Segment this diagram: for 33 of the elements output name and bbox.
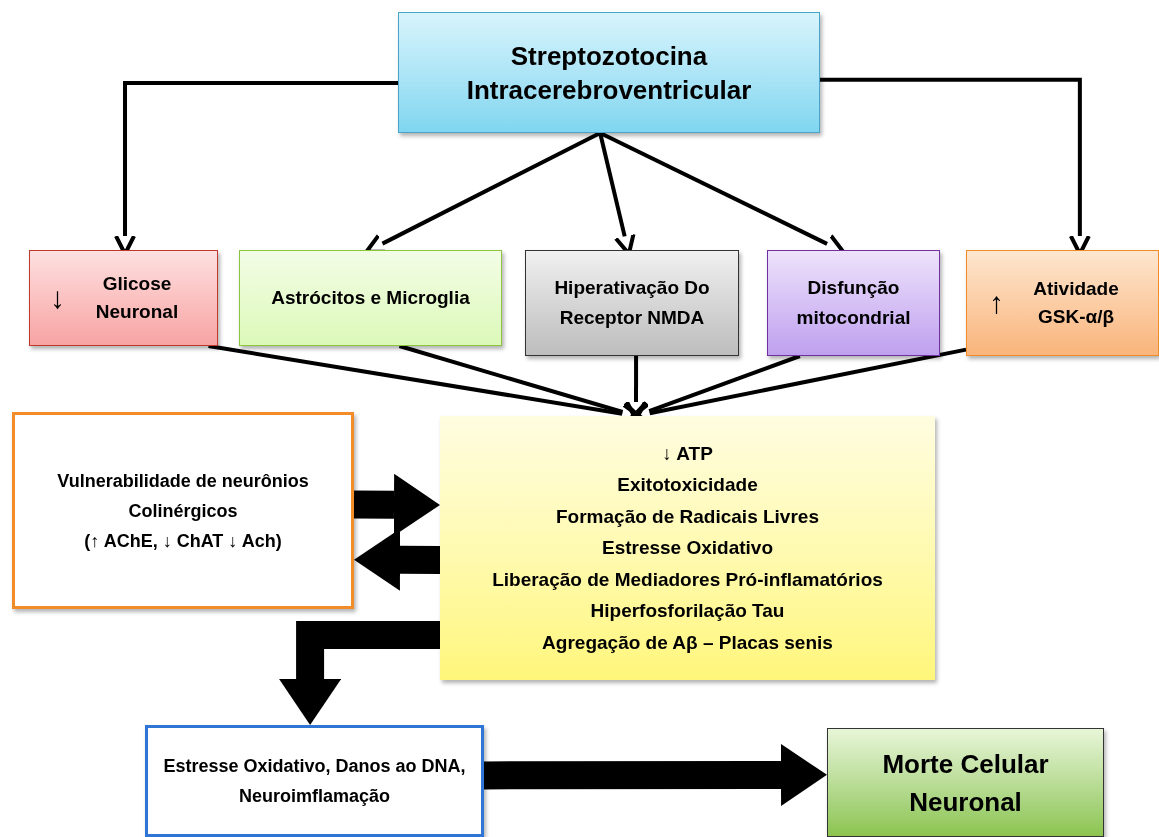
node-text: Vulnerabilidade de neurônios Colinérgicos: [56, 469, 310, 523]
node-text: Exitotoxicidade: [617, 473, 758, 498]
arrow-symbol: ↑: [989, 288, 1004, 318]
effects-panel: [440, 416, 935, 680]
node-text: Liberação de Mediadores Pró-inflamatórios: [492, 567, 883, 592]
node-text: (↑ AChE, ↓ ChAT ↓ Ach): [84, 529, 282, 553]
process-box: [398, 12, 820, 133]
process-box: [29, 250, 218, 346]
process-box: [525, 250, 739, 356]
block-arrow: [484, 743, 827, 806]
node-text: Hiperfosforilação Tau: [590, 599, 785, 624]
block-arrow: [279, 621, 440, 725]
block-arrow: [354, 528, 440, 591]
node-text: Estresse Oxidativo, Danos ao DNA, Neuroimflamação: [162, 755, 467, 808]
node-text: ↓ ATP: [662, 441, 713, 466]
process-box: [239, 250, 502, 346]
node-text: Hiperativação Do Receptor NMDA: [553, 276, 711, 330]
node-text: Glicose Neuronal: [94, 272, 180, 324]
process-box: [12, 412, 354, 609]
node-text: Atividade GSK-α/β: [1032, 277, 1120, 329]
process-box: [767, 250, 940, 356]
node-text: Agregação de Aβ – Placas senis: [542, 630, 833, 655]
arrow-symbol: ↓: [50, 283, 65, 313]
process-box: [145, 725, 484, 837]
node-text: Astrócitos e Microglia: [271, 286, 470, 310]
node-text: Estresse Oxidativo: [601, 536, 774, 561]
process-box: [966, 250, 1159, 356]
node-text: Streptozotocina Intracerebroventricular: [465, 39, 753, 107]
outcome-box: [827, 728, 1104, 837]
node-text: Disfunção mitocondrial: [795, 276, 912, 330]
node-text: Formação de Radicais Livres: [556, 504, 819, 529]
block-arrow: [353, 473, 440, 536]
node-text: Morte Celular Neuronal: [881, 747, 1050, 819]
